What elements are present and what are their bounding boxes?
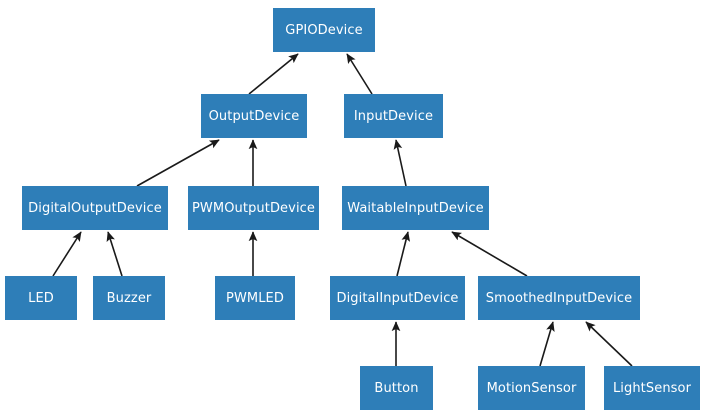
class-node-label: DigitalOutputDevice [28,200,162,216]
class-node-motionsensor[interactable]: MotionSensor [478,366,585,410]
class-node-label: PWMOutputDevice [191,200,316,216]
class-node-label: SmoothedInputDevice [485,290,633,306]
inheritance-arrow-led-to-digitaloutputdevice [52,231,82,277]
class-node-digitalinputdevice[interactable]: DigitalInputDevice [330,276,465,320]
class-node-waitableinputdevice[interactable]: WaitableInputDevice [342,186,489,230]
inheritance-arrow-smoothedinputdevice-to-waitableinputdevice [451,231,528,277]
class-node-led[interactable]: LED [5,276,77,320]
class-node-label: MotionSensor [486,380,577,396]
class-node-label: OutputDevice [208,108,300,124]
inheritance-arrow-outputdevice-to-gpiodevice [248,53,299,95]
class-node-digitaloutputdevice[interactable]: DigitalOutputDevice [22,186,168,230]
class-node-label: LED [28,290,54,306]
class-node-label: GPIODevice [285,22,363,38]
inheritance-arrow-digitaloutputdevice-to-outputdevice [136,139,220,187]
class-node-buzzer[interactable]: Buzzer [93,276,165,320]
class-node-label: Button [374,380,419,396]
class-node-label: InputDevice [353,108,434,124]
class-node-pwmoutputdevice[interactable]: PWMOutputDevice [188,186,319,230]
inheritance-arrow-inputdevice-to-gpiodevice [346,53,373,95]
class-node-label: DigitalInputDevice [336,290,459,306]
class-node-label: Buzzer [106,290,152,306]
class-node-lightsensor[interactable]: LightSensor [604,366,700,410]
inheritance-arrow-motionsensor-to-smoothedinputdevice [539,321,555,367]
class-node-label: WaitableInputDevice [347,200,484,216]
class-node-button[interactable]: Button [360,366,433,410]
class-node-inputdevice[interactable]: InputDevice [344,94,443,138]
class-node-gpiodevice[interactable]: GPIODevice [273,8,375,52]
class-node-label: PWMLED [226,290,284,306]
class-node-outputdevice[interactable]: OutputDevice [201,94,307,138]
inheritance-arrow-lightsensor-to-smoothedinputdevice [585,321,633,367]
class-node-smoothedinputdevice[interactable]: SmoothedInputDevice [478,276,640,320]
class-node-label: LightSensor [612,380,692,396]
inheritance-arrow-buzzer-to-digitaloutputdevice [106,231,123,277]
inheritance-arrow-digitalinputdevice-to-waitableinputdevice [396,231,411,277]
inheritance-arrow-waitableinputdevice-to-inputdevice [393,139,407,187]
class-node-pwmled[interactable]: PWMLED [215,276,295,320]
